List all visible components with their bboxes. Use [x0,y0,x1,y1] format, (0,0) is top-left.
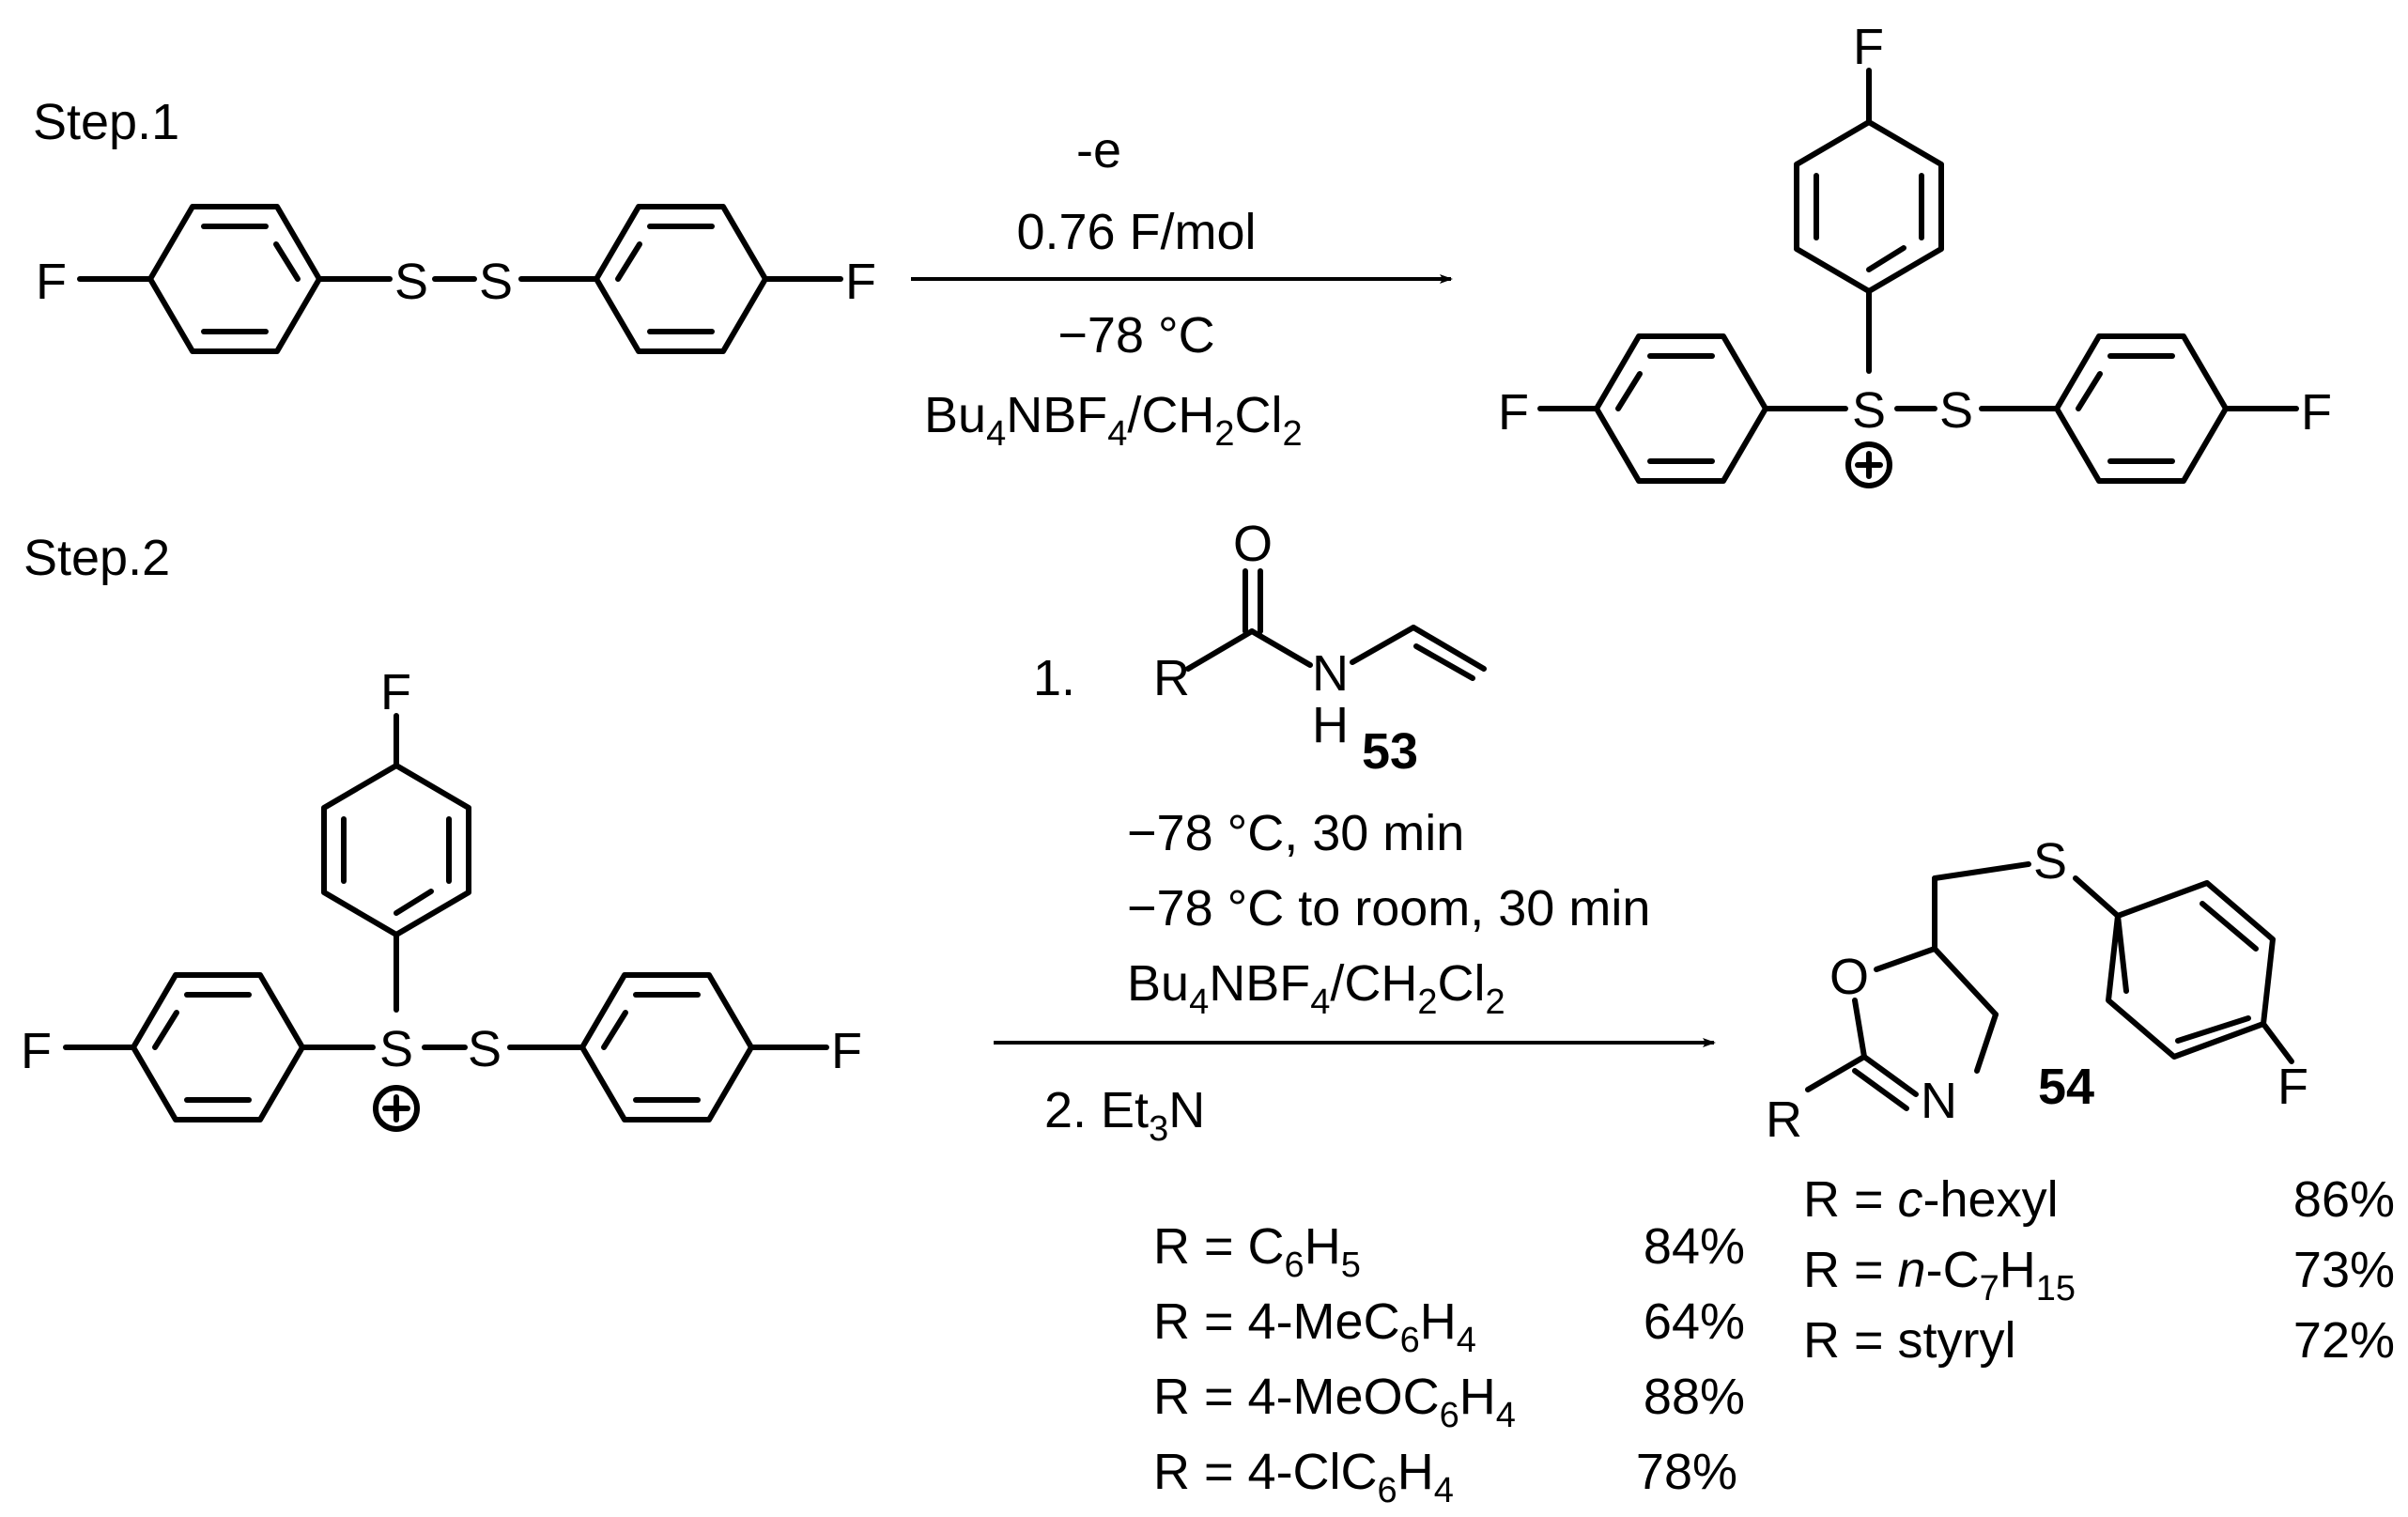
step2-reactant-fluorine-top: F [380,664,411,720]
step1-product-sulfonium-atom: S [1852,382,1886,439]
product-fluorine: F [2277,1059,2308,1115]
yield-value: 86% [2293,1171,2395,1228]
reagent-hydrogen: H [1312,697,1349,753]
yield-row: R = 4-MeC6H4 64% [1153,1293,1745,1360]
step2-reactant-ring-top [321,763,471,937]
reagent-step-number-1: 1. [1033,650,1075,706]
step1-product-sulfur: S [1939,382,1973,439]
step1-reactant-disulfide: F S S F [36,204,876,354]
step1-conditions: -e 0.76 F/mol −78 °C Bu4NBF4/CH2Cl2 [924,122,1303,454]
step1-product-positive-charge-icon [1845,441,1892,488]
step2-reactant-sulfonium: F S F S F [21,664,862,1132]
reagent-53-vinylamide: 1. R O N H 53 [1033,516,1487,780]
svg-text:R = c-hexyl: R = c-hexyl [1803,1171,2059,1228]
step2-reactant-fluorine-left: F [21,1023,52,1079]
yield-row: R = 4-MeOC6H4 88% [1153,1369,1745,1435]
step2-reactant-sulfur: S [468,1021,502,1077]
step1-reactant-sulfur-1: S [394,254,428,310]
step1-reactant-fluorine-right: F [845,254,876,310]
product-compound-number-54: 54 [2038,1059,2094,1115]
step2-reactant-sulfonium-atom: S [379,1021,413,1077]
step1-condition-temperature: −78 °C [1057,307,1214,364]
svg-text:R = 4-MeC6H4: R = 4-MeC6H4 [1153,1293,1476,1360]
yields-table-alkyl: R = c-hexyl 86% R = n-C7H15 73% R = styr… [1803,1171,2395,1369]
step1-product-ring-right [2054,333,2229,484]
step1-reactant-fluorine-left: F [36,254,67,310]
svg-text:R = 4-MeOC6H4: R = 4-MeOC6H4 [1153,1369,1516,1435]
step1-reactant-ring-left [147,204,322,354]
reagent-oxygen: O [1233,516,1273,572]
step2-condition-1: −78 °C, 30 min [1127,805,1464,861]
svg-text:R = C6H5: R = C6H5 [1153,1218,1361,1285]
product-oxygen: O [1829,949,1869,1005]
step1-product-fluorine-right: F [2301,384,2332,441]
step1-label: Step.1 [33,94,179,150]
step1-product-ring-left [1594,333,1768,484]
step1-condition-electrolysis: -e [1076,122,1121,178]
yields-table-aryl: R = C6H5 84% R = 4-MeC6H4 64% R = 4-MeOC… [1153,1218,1745,1510]
yield-row: R = styryl 72% [1803,1312,2395,1369]
step1-product-ring-top [1794,119,1944,294]
step2-reactant-ring-right [579,972,754,1122]
yield-row: R = C6H5 84% [1153,1218,1745,1285]
svg-text:R = n-C7H15: R = n-C7H15 [1803,1242,2076,1308]
yield-value: 64% [1644,1293,1745,1350]
product-r-group: R [1766,1091,1802,1148]
yield-row: R = n-C7H15 73% [1803,1242,2395,1308]
step1-reactant-ring-right [594,204,768,354]
step2-reactant-ring-left [131,972,305,1122]
step1-condition-charge: 0.76 F/mol [1016,204,1256,260]
product-sulfur: S [2033,833,2067,890]
step2-label: Step.2 [23,530,170,586]
reagent-compound-number-53: 53 [1362,723,1418,780]
yield-row: R = c-hexyl 86% [1803,1171,2395,1228]
yield-value: 78% [1636,1444,1737,1500]
product-nitrogen: N [1921,1073,1957,1129]
reagent-r-group: R [1153,650,1190,706]
step2-reactant-fluorine-right: F [831,1023,862,1079]
yield-value: 72% [2293,1312,2395,1369]
step1-condition-electrolyte: Bu4NBF4/CH2Cl2 [924,387,1303,454]
svg-text:R = styryl: R = styryl [1803,1312,2016,1369]
step2-condition-electrolyte: Bu4NBF4/CH2Cl2 [1127,955,1505,1022]
step2-condition-base: 2. Et3N [1044,1082,1205,1149]
yield-value: 73% [2293,1242,2395,1298]
yield-row: R = 4-ClC6H4 78% [1153,1444,1737,1510]
product-fluorophenyl-ring [2106,880,2276,1060]
step1-product-fluorine-left: F [1498,384,1529,441]
step2-condition-2: −78 °C to room, 30 min [1127,880,1650,937]
step1-reactant-sulfur-2: S [479,254,513,310]
step2-conditions: −78 °C, 30 min −78 °C to room, 30 min Bu… [1044,805,1650,1149]
step2-reactant-positive-charge-icon [373,1085,420,1132]
yield-value: 88% [1644,1369,1745,1425]
reagent-nitrogen: N [1312,645,1349,702]
step1-product-sulfonium: F S F S F [1498,19,2332,488]
svg-text:R = 4-ClC6H4: R = 4-ClC6H4 [1153,1444,1454,1510]
yield-value: 84% [1644,1218,1745,1275]
product-54-oxazoline: O N R S F 54 [1766,833,2308,1148]
step1-product-fluorine-top: F [1853,19,1884,75]
